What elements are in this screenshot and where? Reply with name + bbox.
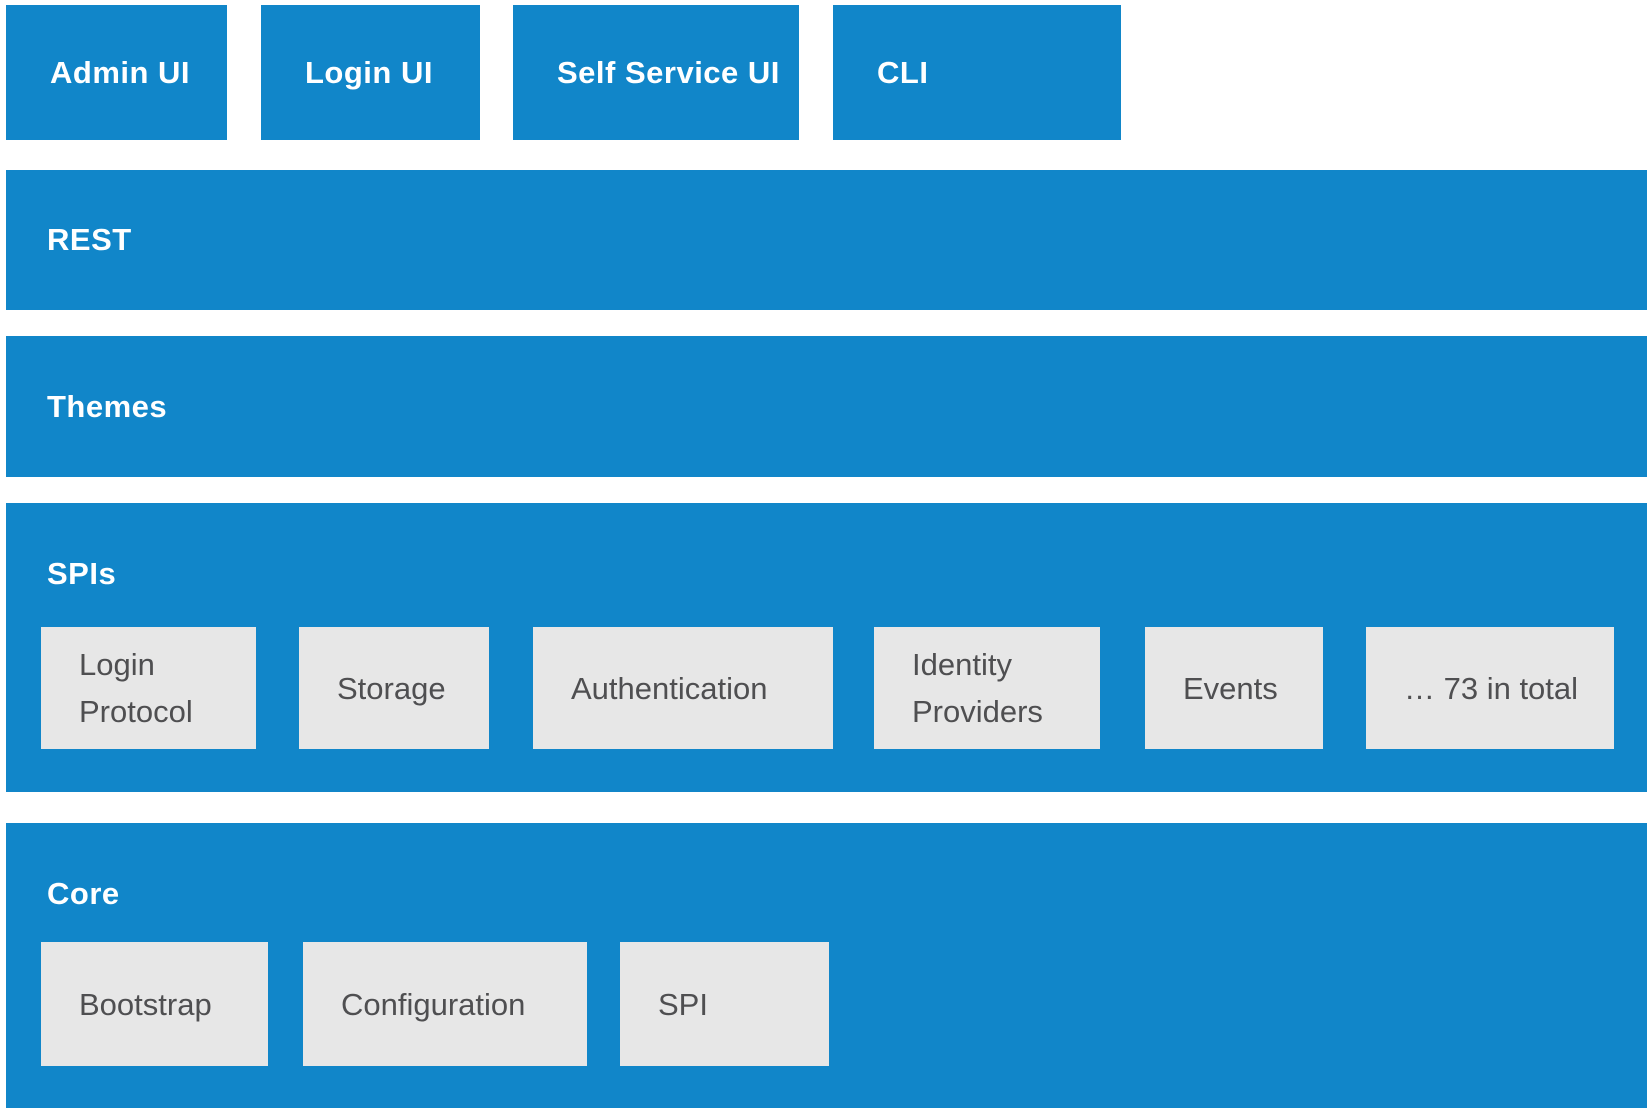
spi-box-storage: Storage: [299, 627, 489, 749]
core-box-configuration: Configuration: [303, 942, 587, 1066]
spi-box-events-label: Events: [1183, 670, 1278, 706]
core-box-bootstrap-label: Bootstrap: [79, 986, 212, 1022]
core-layer-label: Core: [47, 876, 120, 911]
admin-ui-box: Admin UI: [6, 5, 227, 140]
login-ui-box: Login UI: [261, 5, 480, 140]
admin-ui-label: Admin UI: [50, 54, 191, 90]
rest-layer-label: REST: [47, 222, 132, 257]
spi-box-identity-providers-label: Identity Providers: [912, 647, 1043, 729]
spi-box-authentication-label: Authentication: [571, 670, 768, 706]
self-service-ui-label: Self Service UI: [557, 54, 780, 90]
self-service-ui-box: Self Service UI: [513, 5, 799, 140]
core-box-bootstrap: Bootstrap: [41, 942, 268, 1066]
rest-layer-bar: REST: [6, 170, 1647, 310]
spi-box-storage-label: Storage: [337, 670, 446, 706]
spi-box-login-protocol-label: Login Protocol: [79, 647, 193, 729]
spi-box-total-count: … 73 in total: [1366, 627, 1614, 749]
core-box-configuration-label: Configuration: [341, 986, 526, 1022]
login-ui-label: Login UI: [305, 54, 433, 90]
spis-layer-label: SPIs: [47, 556, 117, 591]
themes-layer-label: Themes: [47, 388, 168, 424]
spi-box-authentication: Authentication: [533, 627, 833, 749]
spis-layer-bar: SPIs Login Protocol Storage Authenticati…: [6, 503, 1647, 792]
cli-box: CLI: [833, 5, 1121, 140]
core-layer-bar: Core Bootstrap Configuration SPI: [6, 823, 1647, 1108]
spi-box-total-count-label: … 73 in total: [1404, 670, 1579, 706]
spi-box-identity-providers: Identity Providers: [874, 627, 1100, 749]
core-box-spi: SPI: [620, 942, 829, 1066]
spi-box-events: Events: [1145, 627, 1323, 749]
core-box-spi-label: SPI: [658, 986, 708, 1022]
cli-label: CLI: [877, 54, 929, 90]
spi-box-login-protocol: Login Protocol: [41, 627, 256, 749]
themes-layer-bar: Themes: [6, 336, 1647, 477]
